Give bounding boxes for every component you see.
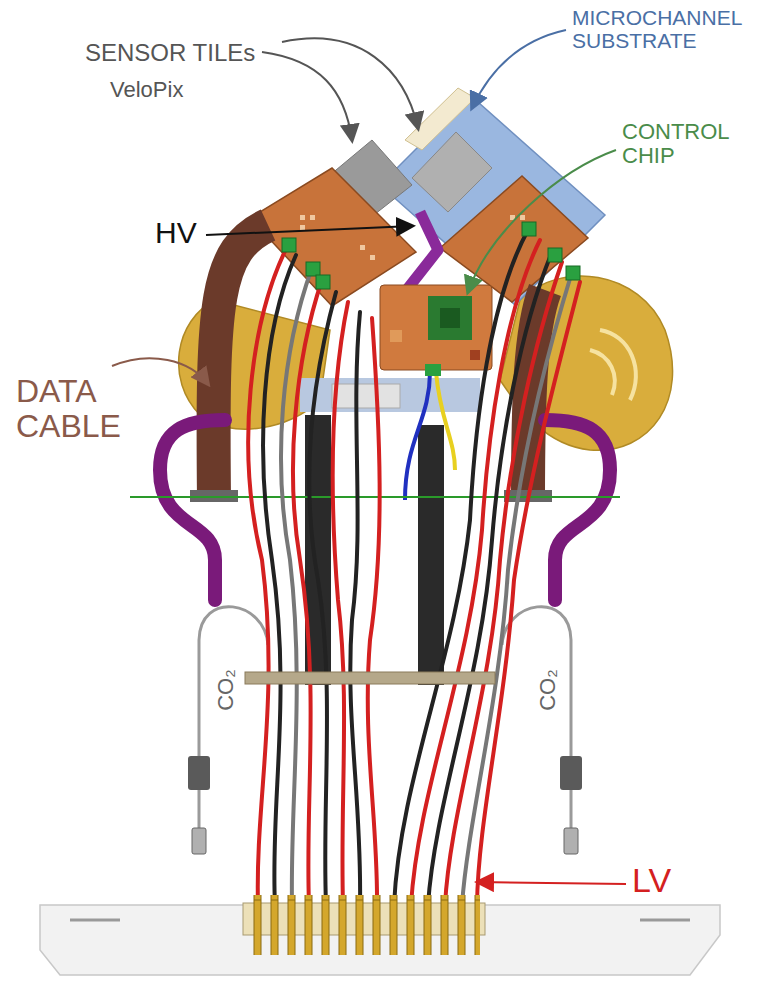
part-label: DATA CABLE: [16, 374, 126, 444]
pipe-label: CO₂: [536, 669, 560, 711]
part-label: MICROCHANNEL SUBSTRATE: [572, 6, 757, 52]
part-label: VeloPix: [110, 78, 183, 102]
signal-label: LV: [632, 862, 671, 899]
signal-label: HV: [155, 216, 197, 249]
pipe-label: CO₂: [214, 669, 238, 711]
part-label: CONTROL CHIP: [622, 120, 752, 168]
part-label: SENSOR TILEs: [85, 40, 255, 66]
